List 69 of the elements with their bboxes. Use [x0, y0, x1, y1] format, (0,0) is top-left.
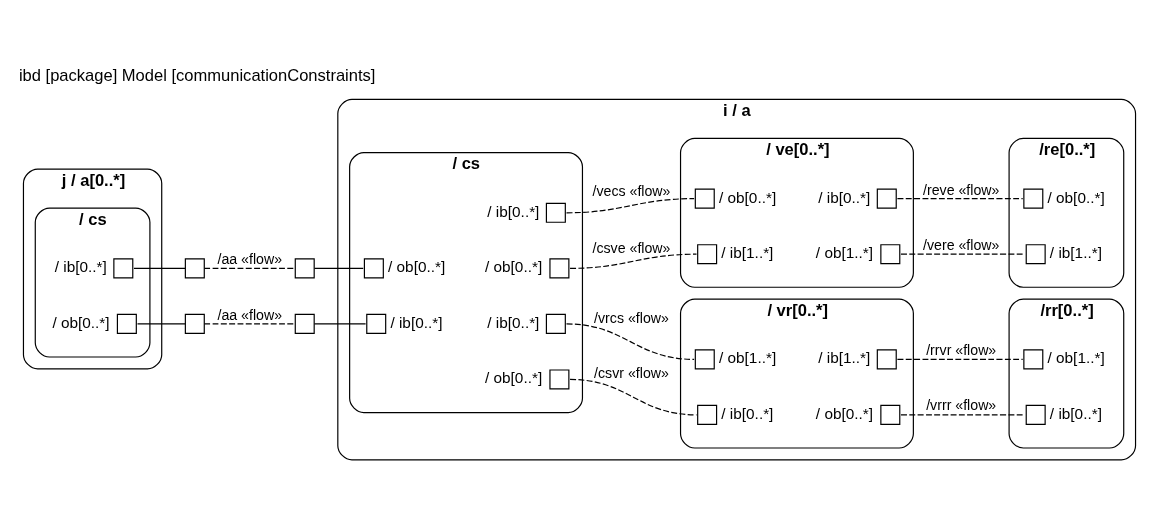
node-box: [294, 258, 315, 279]
node-box: [184, 313, 205, 334]
node-box: [116, 313, 137, 334]
node-box: [1023, 349, 1044, 370]
node-box: [545, 202, 566, 223]
connector: [565, 323, 695, 360]
connector: [896, 198, 1024, 200]
edge-label: /aa «flow»: [217, 306, 283, 323]
edge-label: /vrrr «flow»: [926, 396, 997, 413]
connector: [569, 253, 698, 269]
edge-label: /rrvr «flow»: [926, 342, 997, 359]
node-box: [1025, 404, 1046, 425]
node-box: [880, 404, 901, 425]
node-label: / ob[1..*]: [718, 349, 777, 367]
connector: [900, 414, 1026, 416]
connector: [203, 267, 296, 269]
edge-label: /reve «flow»: [923, 181, 1000, 198]
edge-label: /aa «flow»: [217, 251, 283, 268]
node-label: / ib[1..*]: [1049, 244, 1102, 262]
node-label: / ob[1..*]: [815, 244, 874, 262]
node-box: [184, 258, 205, 279]
node-box: [549, 369, 570, 390]
node-box: [697, 404, 718, 425]
node-label: / ib[1..*]: [818, 349, 871, 367]
node-label: / ob[0..*]: [718, 188, 777, 206]
connector: [900, 253, 1026, 255]
node-label: / ib[0..*]: [818, 188, 871, 206]
edge-label: /vecs «flow»: [592, 182, 671, 199]
connector: [133, 267, 186, 269]
diagram-title: ibd [package] Model [communicationConstraints]: [18, 65, 376, 85]
node-box: [1023, 188, 1044, 209]
connector: [896, 358, 1024, 360]
node-box: [697, 244, 718, 265]
edge-label: /vere «flow»: [923, 237, 1000, 254]
edge-label: /csvr «flow»: [594, 364, 669, 381]
node-box: [366, 313, 387, 334]
connector: [569, 378, 698, 416]
node-box: [880, 244, 901, 265]
node-label: / ob[0..*]: [388, 258, 446, 276]
node-label: / ib[0..*]: [487, 313, 540, 331]
connector: [313, 323, 367, 325]
connector: [203, 323, 296, 325]
node-box: [545, 313, 566, 334]
node-label: / ob[0..*]: [484, 369, 543, 387]
node-box: [694, 188, 715, 209]
node-box: [294, 313, 315, 334]
node-box: [549, 258, 570, 279]
node-label: / ob[0..*]: [52, 313, 110, 331]
node-label: / ib[0..*]: [1049, 404, 1102, 422]
node-label: / ib[0..*]: [54, 258, 107, 276]
node-box: [694, 349, 715, 370]
edge-label: /csve «flow»: [592, 239, 671, 256]
edge-label: /vrcs «flow»: [594, 310, 669, 327]
node-box: [1025, 244, 1046, 265]
node-label: / ob[0..*]: [1047, 188, 1105, 206]
node-box: [876, 349, 897, 370]
node-label: / ob[0..*]: [484, 258, 543, 276]
node-label: / ib[0..*]: [390, 313, 443, 331]
node-label: / ib[0..*]: [721, 404, 774, 422]
connector: [565, 198, 695, 214]
node-box: [113, 258, 134, 279]
connector: [136, 323, 186, 325]
node-label: / ib[1..*]: [721, 244, 774, 262]
connector: [313, 267, 364, 269]
node-label: / ob[1..*]: [1047, 349, 1105, 367]
node-box: [363, 258, 384, 279]
node-box: [876, 188, 897, 209]
node-label: / ib[0..*]: [487, 202, 540, 220]
node-label: / ob[0..*]: [815, 404, 874, 422]
